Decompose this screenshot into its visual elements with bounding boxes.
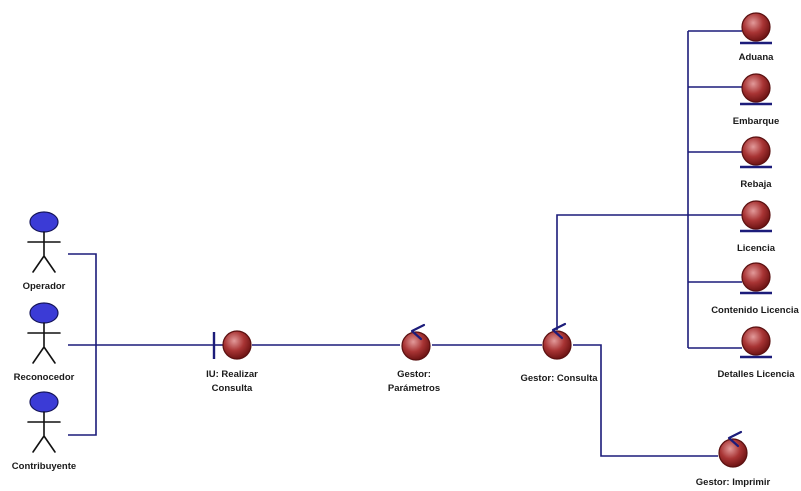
control-label: Gestor: Imprimir	[696, 477, 771, 488]
control-gestor-imprimir: Gestor: Imprimir	[696, 430, 771, 488]
entity-label: Rebaja	[740, 179, 772, 190]
entity-aduana: Aduana	[739, 12, 775, 63]
control-arrow-icon	[727, 430, 743, 448]
entity-circle-icon	[741, 73, 771, 103]
control-circle-icon	[718, 438, 748, 468]
control-circle-icon	[542, 330, 572, 360]
actor-label: Reconocedor	[14, 372, 75, 383]
actor-head-icon	[29, 302, 59, 324]
entity-label: Licencia	[737, 243, 776, 254]
control-circle-icon	[401, 331, 431, 361]
entity-circle-icon	[741, 12, 771, 42]
control-label: Gestor: Consulta	[520, 373, 598, 384]
consulta-to-entities-line	[556, 214, 688, 330]
boundary-iu-realizar-consulta: IU: Realizar Consulta	[206, 330, 258, 394]
entity-embarque: Embarque	[733, 73, 779, 127]
consulta-to-imprimir-line	[573, 344, 718, 457]
entities-branch-lines	[688, 30, 742, 349]
actor-reconocedor: Reconocedor	[14, 302, 75, 383]
entity-contenido-licencia: Contenido Licencia	[711, 262, 800, 316]
actor-body-icon	[27, 231, 61, 273]
boundary-label-line1: IU: Realizar	[206, 369, 258, 380]
entity-licencia: Licencia	[737, 200, 776, 254]
control-arrow-icon	[551, 322, 567, 340]
entity-circle-icon	[741, 326, 771, 356]
entity-circle-icon	[741, 200, 771, 230]
boundary-circle-icon	[222, 330, 252, 360]
control-arrow-icon	[410, 323, 426, 341]
control-label-line1: Gestor:	[397, 369, 431, 380]
entity-circle-icon	[741, 262, 771, 292]
actor-body-icon	[27, 322, 61, 364]
control-gestor-parametros: Gestor: Parámetros	[388, 323, 440, 394]
actor-body-icon	[27, 411, 61, 453]
connection-lines	[68, 30, 742, 457]
actor-label: Contribuyente	[12, 461, 76, 472]
actor-label: Operador	[23, 281, 66, 292]
actor-contribuyente: Contribuyente	[12, 391, 76, 472]
actor-head-icon	[29, 391, 59, 413]
boundary-label-line2: Consulta	[212, 383, 253, 394]
control-gestor-consulta: Gestor: Consulta	[520, 322, 598, 384]
entity-label: Embarque	[733, 116, 779, 127]
actor-operador: Operador	[23, 211, 66, 292]
entity-label: Detalles Licencia	[717, 369, 795, 380]
actor-head-icon	[29, 211, 59, 233]
entity-detalles-licencia: Detalles Licencia	[717, 326, 795, 380]
entity-rebaja: Rebaja	[740, 136, 772, 190]
entity-circle-icon	[741, 136, 771, 166]
entity-label: Aduana	[739, 52, 775, 63]
control-label-line2: Parámetros	[388, 383, 440, 394]
entity-label: Contenido Licencia	[711, 305, 799, 316]
